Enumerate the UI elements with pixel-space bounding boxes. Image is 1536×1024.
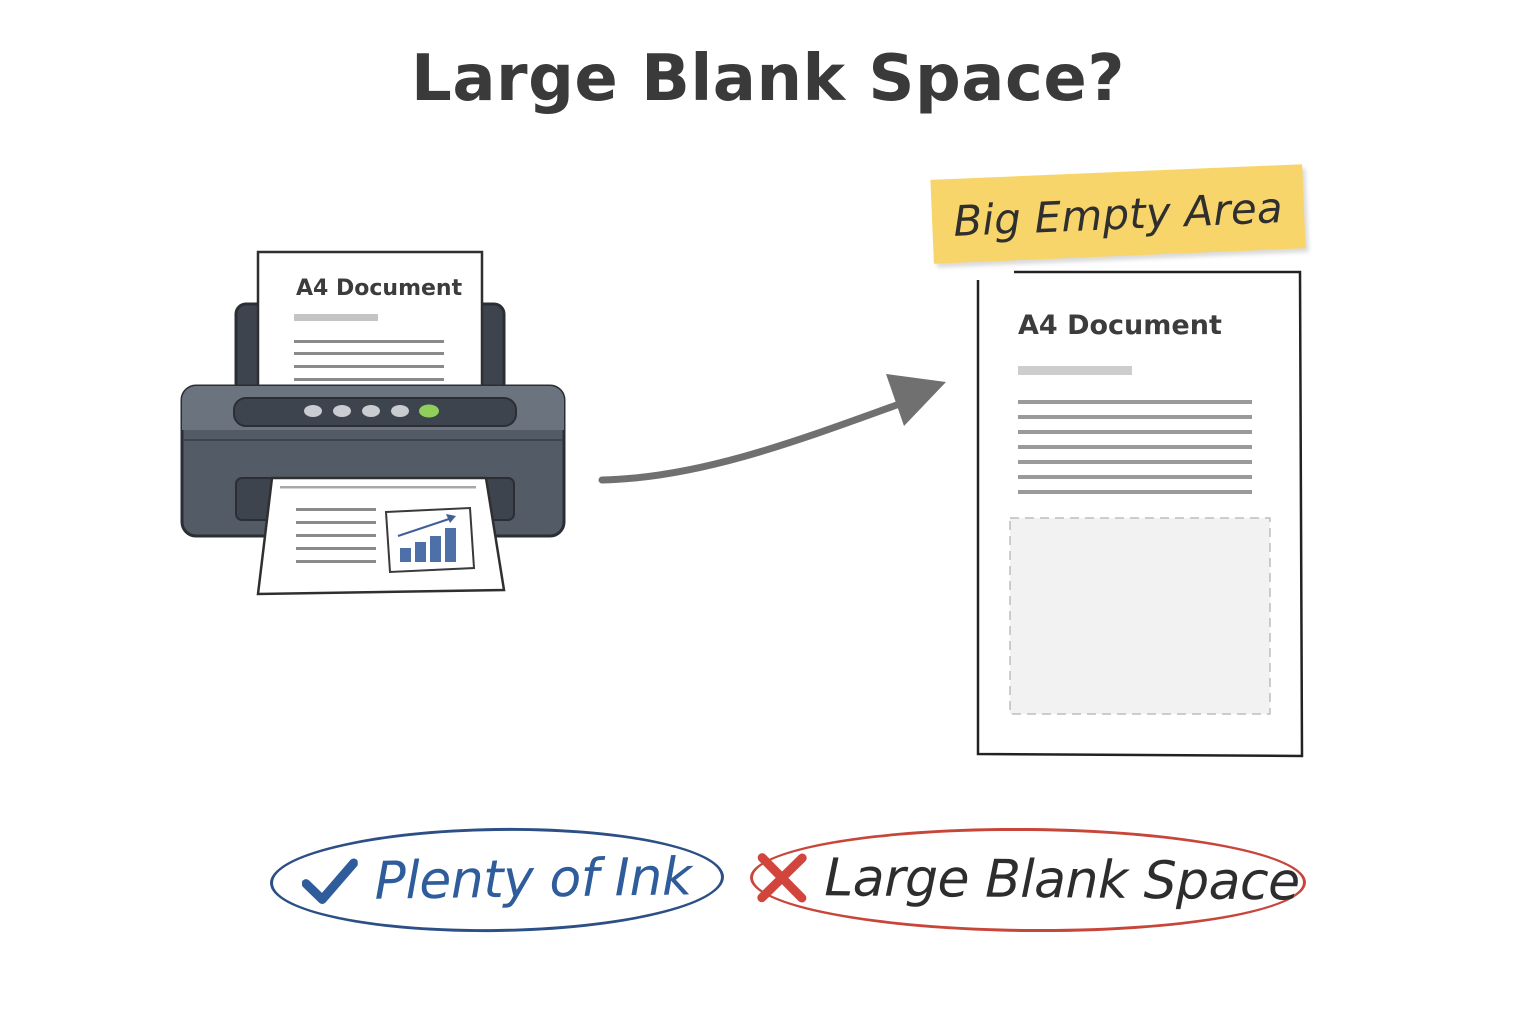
cross-icon	[756, 852, 808, 904]
a4-document-page: A4 Document	[976, 270, 1304, 758]
option-label: Large Blank Space	[824, 848, 1300, 913]
mini-bar-chart-icon	[384, 506, 476, 574]
printer: A4 Document	[180, 250, 566, 596]
control-buttons	[304, 404, 439, 418]
check-icon	[302, 857, 359, 908]
option-large-blank-space[interactable]: Large Blank Space	[749, 825, 1307, 935]
status-light	[419, 404, 439, 418]
page-title: Large Blank Space?	[411, 42, 1125, 116]
input-paper: A4 Document	[256, 250, 484, 404]
note-text: Big Empty Area	[952, 182, 1284, 246]
option-plenty-of-ink[interactable]: Plenty of Ink	[269, 824, 725, 936]
arrow-icon	[598, 374, 946, 484]
option-label: Plenty of Ink	[374, 847, 692, 912]
big-empty-area-note: Big Empty Area	[930, 164, 1306, 264]
output-paper	[256, 476, 506, 596]
blank-area	[1009, 517, 1271, 715]
input-paper-label: A4 Document	[296, 276, 463, 301]
document-label: A4 Document	[1018, 310, 1222, 341]
